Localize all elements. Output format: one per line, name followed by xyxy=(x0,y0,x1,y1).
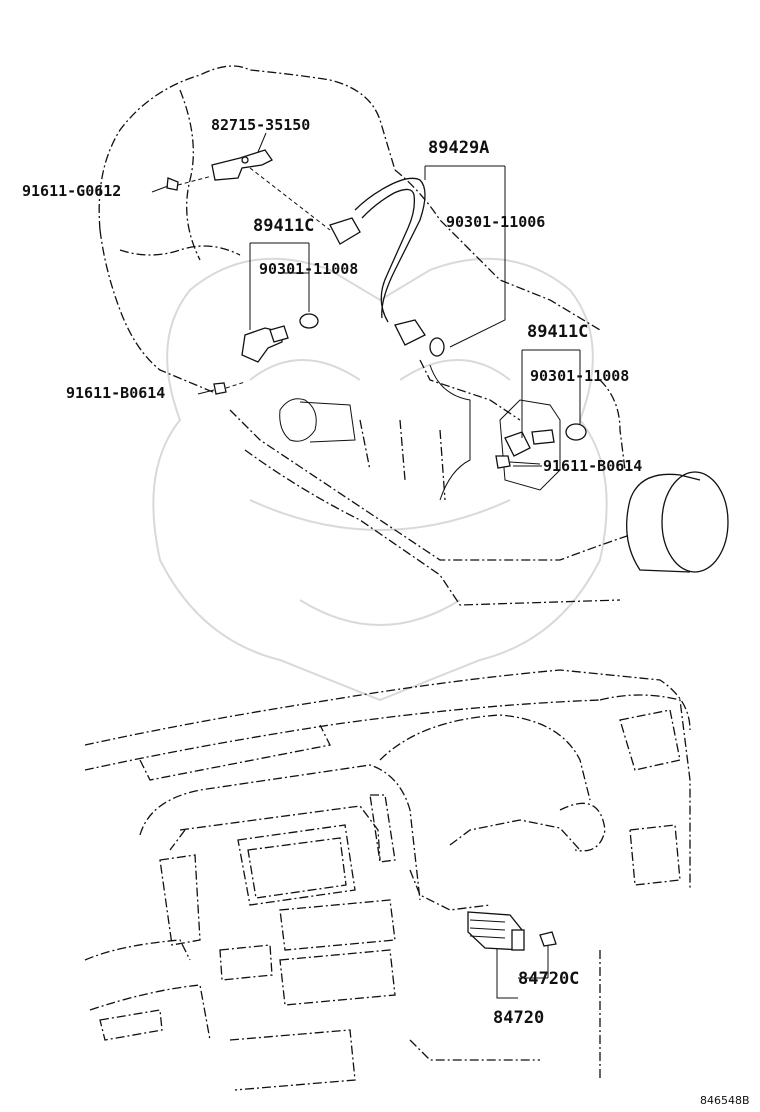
label-oring-left: 90301-11008 xyxy=(259,260,358,278)
label-oring-right: 90301-11008 xyxy=(530,367,629,385)
label-bolt-upper: 91611-G0612 xyxy=(22,182,121,200)
label-sensor-left: 89411C xyxy=(253,216,314,236)
leader-lines xyxy=(151,132,581,467)
transmission-housing xyxy=(98,65,631,606)
bracket-part xyxy=(166,149,331,231)
diagram-id: 846548B xyxy=(700,1094,750,1107)
label-sensor-right: 89411C xyxy=(527,322,588,342)
switch-assembly xyxy=(467,911,557,999)
label-bolt-left: 91611-B0614 xyxy=(66,384,165,402)
filter-cylinder xyxy=(626,471,729,573)
watermark-emblem xyxy=(152,257,608,702)
sensor-harness xyxy=(329,177,445,357)
label-oring-harness: 90301-11006 xyxy=(446,213,545,231)
label-bracket: 82715-35150 xyxy=(211,116,310,134)
label-harness: 89429A xyxy=(428,138,489,158)
sensor-left xyxy=(213,313,319,395)
label-bolt-right: 91611-B0614 xyxy=(543,457,642,475)
label-switch-cap: 84720C xyxy=(518,969,579,989)
label-switch-assy: 84720 xyxy=(493,1008,544,1028)
dashboard-outline xyxy=(84,669,691,1091)
sensor-right xyxy=(495,423,587,469)
